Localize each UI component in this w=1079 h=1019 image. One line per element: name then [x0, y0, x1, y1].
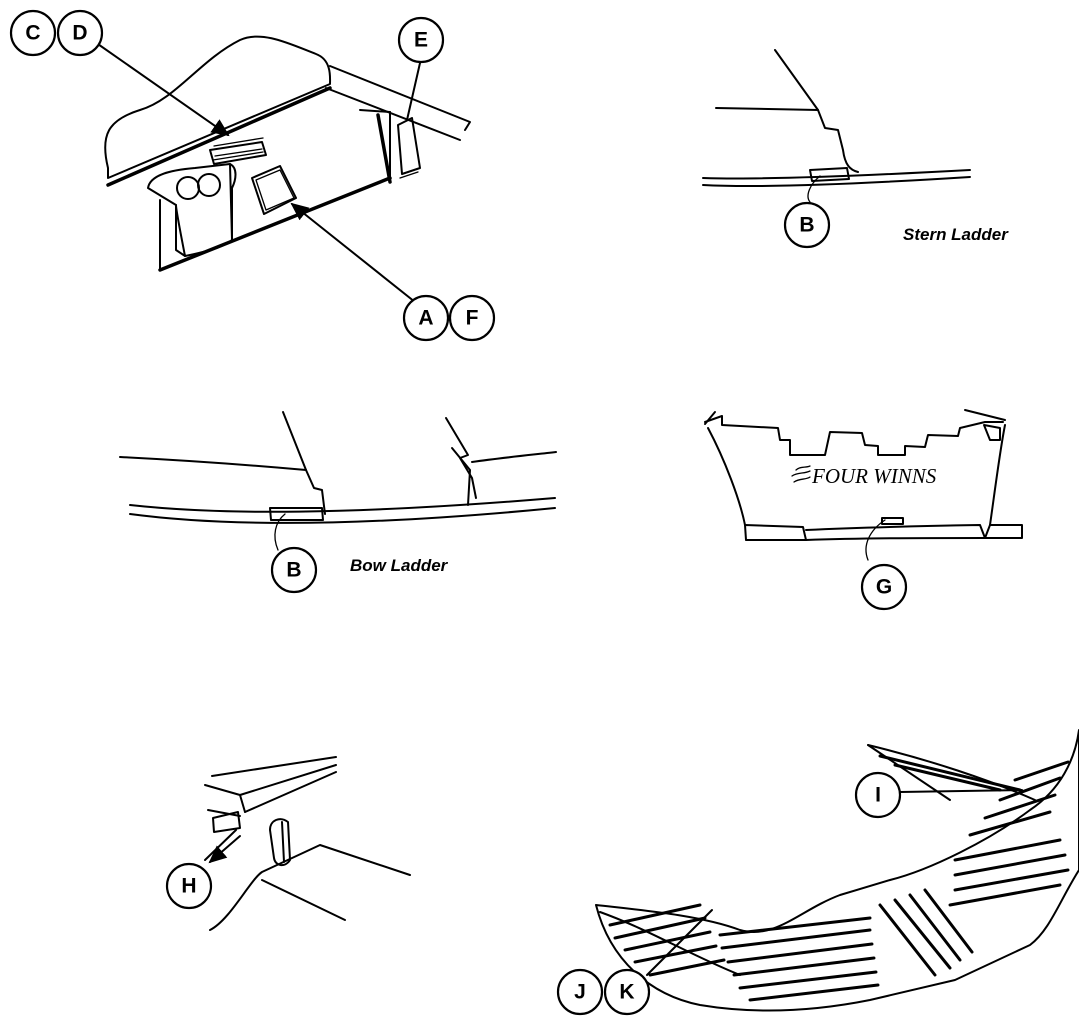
callout-b-bow-label: B: [286, 559, 301, 582]
callout-f-label: F: [466, 307, 479, 330]
leader-line-h: [204, 829, 237, 861]
callout-h-circle: [165, 862, 213, 910]
callout-a-label: A: [418, 307, 433, 330]
callout-i-circle: [854, 771, 902, 819]
four-winns-logo: FOUR WINNS: [791, 464, 937, 488]
callout-h-label: H: [181, 875, 196, 898]
callout-e-label: E: [414, 29, 428, 52]
bow-ladder-caption: Bow Ladder: [350, 556, 449, 575]
callout-b-stern-circle: [783, 201, 831, 249]
stern-ladder-panel: B Stern Ladder: [702, 49, 1009, 249]
leader-line-a: [290, 202, 416, 303]
callout-a-circle: [402, 294, 450, 342]
leader-line-i: [899, 789, 1023, 793]
four-winns-logo-text: FOUR WINNS: [811, 464, 937, 488]
callout-c-label: C: [25, 22, 40, 45]
callout-j-label: J: [574, 981, 586, 1004]
callout-c-circle: [9, 9, 57, 57]
callout-f-circle: [448, 294, 496, 342]
leader-line-k: [646, 909, 713, 976]
callout-j-circle: [556, 968, 604, 1016]
callout-k-label: K: [619, 981, 634, 1004]
callout-c-d-group: C D: [9, 9, 230, 137]
callout-k-circle: [603, 968, 651, 1016]
stern-ladder-caption: Stern Ladder: [903, 225, 1009, 244]
seat-stripes: [608, 754, 1070, 1002]
callout-e-group: E: [397, 16, 445, 121]
callout-d-circle: [56, 9, 104, 57]
callout-i-label: I: [875, 784, 881, 807]
callout-g-circle: [860, 563, 908, 611]
callout-d-label: D: [72, 22, 87, 45]
hatch-panel: H: [165, 756, 411, 931]
callout-b-stern-label: B: [799, 214, 814, 237]
callout-a-f-group: A F: [290, 202, 496, 342]
callout-e-circle: [397, 16, 445, 64]
dash-console-panel: [104, 35, 471, 272]
callout-b-bow-circle: [270, 546, 318, 594]
leader-line-d: [94, 41, 230, 137]
leader-line-e: [406, 62, 421, 121]
transom-panel: FOUR WINNS G: [704, 409, 1023, 611]
callout-g-label: G: [876, 576, 892, 599]
seat-cover-panel: I J K: [556, 729, 1079, 1016]
bow-ladder-panel: B Bow Ladder: [119, 411, 557, 594]
